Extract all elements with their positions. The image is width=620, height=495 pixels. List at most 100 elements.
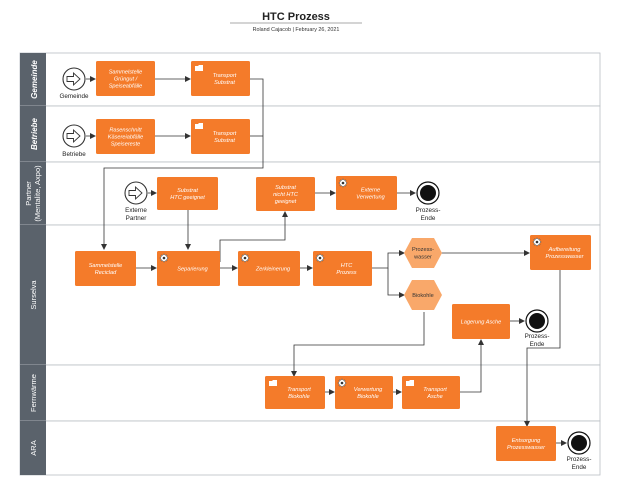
start-label-gemeinde: Gemeinde (59, 93, 89, 100)
task-label: Substrat (214, 138, 235, 144)
task-label: Transport (287, 387, 311, 393)
folder-icon (269, 380, 277, 386)
folder-icon (406, 380, 414, 386)
folder-icon (195, 123, 203, 129)
task-label: HTC (341, 263, 353, 269)
end-label-asche-1: Prozess- (525, 333, 550, 340)
task-label: Separierung (177, 267, 208, 273)
task-label: Verwertung (354, 387, 383, 393)
end-label-ara-2: Ende (572, 464, 587, 471)
task-label: Biokohle (357, 394, 378, 400)
task-zerkleinerung[interactable]: Zerkleinerung (238, 251, 300, 286)
task-label: Transport (423, 387, 447, 393)
gear-icon (338, 178, 348, 188)
folder-icon (195, 65, 203, 71)
end-event-ara: Prozess- Ende (567, 431, 592, 471)
flow-htc-biokohle (387, 268, 405, 298)
flow-transport-asche-lagerung (460, 339, 484, 393)
start-event-partner: Externe Partner (124, 181, 148, 222)
flow-transport-to-reciclad (101, 78, 264, 250)
task-label: Sammelstelle (109, 70, 143, 76)
task-label: Substrat (214, 80, 235, 86)
lane-label-ara: ARA (29, 440, 38, 455)
task-label: Prozess (336, 270, 356, 276)
start-label-partner-2: Partner (126, 215, 147, 222)
gear-icon (315, 253, 325, 263)
task-label: Substrat (177, 188, 198, 194)
flow-separierung-nicht (219, 211, 288, 262)
task-label: Speiseabfälle (109, 84, 143, 90)
flow-biokohle-transport (291, 312, 425, 377)
gateway-prozesswasser: Prozess- wasser (404, 238, 442, 268)
arrow-right-icon (66, 71, 81, 87)
gateway-label-2: wasser (413, 255, 432, 261)
task-label: Speisereste (111, 142, 141, 148)
task-label: Grüngut / (114, 77, 139, 83)
lane-label-betriebe: Betriebe (30, 117, 39, 150)
lane-label-partner-sub: (Mentalite, Axpo) (33, 165, 42, 222)
end-label-partner-2: Ende (421, 215, 436, 222)
gateway-biokohle: Biokohle (404, 280, 442, 310)
end-label-ara-1: Prozess- (567, 456, 592, 463)
lane-label-partner: Partner (24, 181, 33, 206)
task-label: nicht HTC (273, 192, 299, 198)
start-label-betriebe: Betriebe (62, 151, 86, 158)
start-label-partner-1: Externe (125, 207, 147, 214)
task-label: Rasenschnitt (109, 128, 142, 134)
gear-icon (532, 237, 542, 247)
task-label: Aufbereitung (548, 247, 582, 253)
task-separierung[interactable]: Separierung (157, 251, 220, 286)
task-label: Asche (426, 394, 443, 400)
task-label: geeignet (275, 199, 297, 205)
task-label: Transport (213, 73, 237, 79)
end-event-asche: Prozess- Ende (525, 309, 550, 348)
gateway-label-biokohle: Biokohle (412, 293, 433, 299)
gear-icon (337, 378, 347, 388)
task-label: HTC geeignet (170, 195, 205, 201)
lane-surselva: Surselva (19, 224, 601, 366)
lane-label-fernwaerme: Fernwärme (29, 374, 38, 412)
task-label: Externe (361, 188, 380, 194)
task-label: Prozesswasser (507, 445, 546, 451)
end-event-partner: Prozess- Ende (416, 181, 441, 222)
task-label: Käsereiabfälle (108, 135, 143, 141)
lane-label-surselva: Surselva (29, 280, 38, 310)
arrow-right-icon (128, 185, 143, 201)
flows (86, 76, 567, 446)
task-label: Substrat (275, 185, 296, 191)
task-label: Biokohle (288, 394, 309, 400)
page-title: HTC Prozess (262, 11, 330, 23)
end-label-asche-2: Ende (530, 341, 545, 348)
task-label: Entsorgung (512, 438, 541, 444)
task-label: Sammelstelle (89, 263, 123, 269)
lane-label-gemeinde: Gemeinde (30, 60, 39, 99)
task-label: Lagerung Asche (461, 320, 502, 326)
arrow-right-icon (66, 128, 81, 144)
gear-icon (159, 253, 169, 263)
task-label: Zerkleinerung (255, 267, 291, 273)
flow-aufbereitung-entsorgung (524, 270, 561, 427)
task-label: Transport (213, 131, 237, 137)
task-label: Verwertung (356, 195, 385, 201)
task-label: Reciclad (95, 270, 117, 276)
flow-htc-prozesswasser (372, 250, 405, 269)
gear-icon (240, 253, 250, 263)
task-lagerung-asche[interactable]: Lagerung Asche (452, 304, 510, 339)
end-label-partner-1: Prozess- (416, 207, 441, 214)
